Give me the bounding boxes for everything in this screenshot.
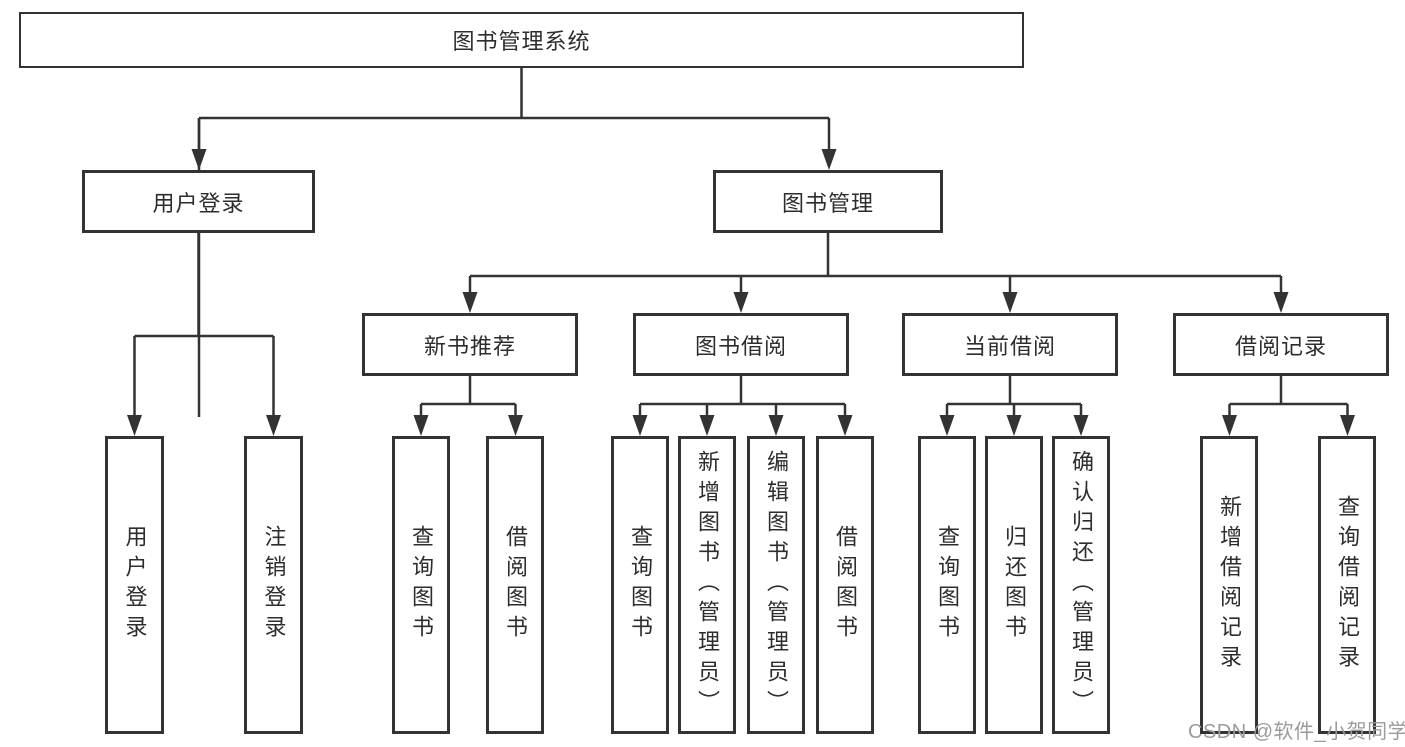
leaf-borrow-books-2: 借阅图书 [816,436,874,734]
connector-root-to-level2 [191,68,837,417]
leaf-return-book-label: 归还图书 [1002,525,1027,645]
node-root-system: 图书管理系统 [19,12,1024,68]
node-borrow-records: 借阅记录 [1173,313,1389,376]
node-book-management: 图书管理 [713,170,943,233]
leaf-return-book: 归还图书 [985,436,1043,734]
node-book-borrow: 图书借阅 [633,313,849,376]
leaf-user-login-label: 用户登录 [122,525,148,645]
leaf-add-borrow-record-label: 新增借阅记录 [1217,495,1242,675]
leaf-query-borrow-record-label: 查询借阅记录 [1335,495,1360,675]
leaf-confirm-return-admin-label: 确认归还（管理员） [1069,450,1094,720]
node-current-borrow: 当前借阅 [902,313,1118,376]
leaf-add-borrow-record: 新增借阅记录 [1200,436,1258,734]
connector-user-login-to-leaves [127,233,281,436]
leaf-edit-book-admin: 编辑图书（管理员） [747,436,805,734]
leaf-logout-label: 注销登录 [261,525,287,645]
leaf-edit-book-admin-label: 编辑图书（管理员） [764,450,789,720]
leaf-user-login: 用户登录 [105,436,164,734]
leaf-confirm-return-admin: 确认归还（管理员） [1052,436,1110,734]
connector-book-borrow-to-leaves [632,376,853,436]
leaf-borrow-books-1: 借阅图书 [486,436,544,734]
leaf-query-books-2-label: 查询图书 [628,525,653,645]
leaf-query-books-1: 查询图书 [392,436,450,734]
watermark: CSDN @软件_小贺同学 [1188,721,1405,743]
leaf-query-borrow-record: 查询借阅记录 [1318,436,1376,734]
leaf-query-books-3: 查询图书 [918,436,976,734]
leaf-add-book-admin-label: 新增图书（管理员） [695,450,720,720]
connector-borrow-records-to-leaves [1222,376,1355,436]
leaf-query-books-1-label: 查询图书 [409,525,434,645]
leaf-add-book-admin: 新增图书（管理员） [678,436,736,734]
connector-current-borrow-to-leaves [939,376,1089,436]
node-user-login: 用户登录 [82,170,315,233]
leaf-borrow-books-1-label: 借阅图书 [503,525,528,645]
connector-book-mgmt-to-groups [462,233,1289,313]
leaf-borrow-books-2-label: 借阅图书 [833,525,858,645]
leaf-query-books-2: 查询图书 [611,436,669,734]
node-new-book-recommend: 新书推荐 [362,313,578,376]
leaf-logout: 注销登录 [244,436,303,734]
leaf-query-books-3-label: 查询图书 [935,525,960,645]
connector-new-book-to-leaves [413,376,523,436]
